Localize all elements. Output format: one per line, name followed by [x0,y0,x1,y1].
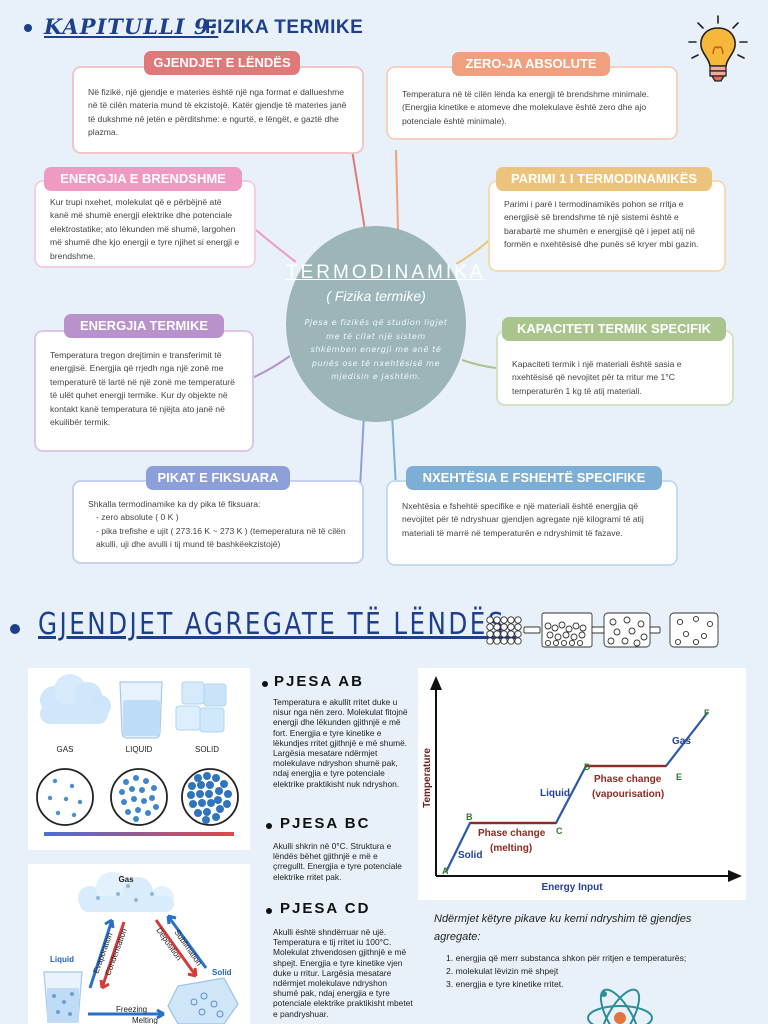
card-zero-title: ZERO-JA ABSOLUTE [452,52,610,76]
states-label-gas: GAS [57,745,74,754]
cycle-label-solid: Solid [212,968,232,977]
graph-label-solid: Solid [458,850,482,861]
notes-item: 2. molekulat lëvizin më shpejt [446,966,559,976]
section2-title: GJENDJET AGREGATE TË LËNDËS. [38,607,517,642]
center-subtitle: ( Fizika termike) [326,288,426,304]
temperature-gradient-bar [44,832,234,836]
ice-block-icon [167,977,239,1024]
states-label-liquid: LIQUID [126,745,153,754]
phase-cycle-illustration: Gas Liquid Solid Evaporation Condensatio… [43,872,239,1024]
card-parimi: Parimi i parë i termodinamikës pohon se … [488,180,726,272]
card-parimi-title: PARIMI 1 I TERMODINAMIKËS [496,167,712,191]
cycle-label-melting: Melting [132,1016,158,1024]
notes-list: 1. energjia që merr substanca shkon për … [446,952,736,991]
card-kapaciteti-title: KAPACITETI TERMIK SPECIFIK [502,317,726,341]
atom-icon [587,988,653,1024]
pjesa-bc-text: Akulli shkrin në 0°C. Struktura e lëndës… [273,841,402,882]
condensation-arrow [100,921,126,989]
notes-item: 1. energjia që merr substanca shkon për … [446,953,687,963]
graph-phase1-line1: Phase change [478,828,546,839]
pjesa-ab-title: PJESA AB [274,673,364,690]
solid-particles-diagram [181,768,239,826]
cycle-label-gas: Gas [118,875,134,884]
notes-item: 3. energjia e tyre kinetike rritet. [446,979,564,989]
chapter-title: FIZIKA TERMIKE [205,17,364,38]
card-brendshme-title: ENERGJIA E BRENDSHME [44,167,242,191]
evaporation-arrow [88,919,114,989]
notes-intro: Ndërmjet këtyre pikave ku kemi ndryshim … [434,913,692,943]
card-kapaciteti-text: Kapaciteti termik i një materiali është … [512,359,682,396]
graph-label-gas: Gas [672,736,691,747]
card-fshehte: Nxehtësia e fshehtë specifike e një mate… [386,480,678,566]
cycle-label-liquid: Liquid [50,955,74,964]
pjesa-cd-bullet [266,908,272,914]
point-e: E [676,772,682,782]
beaker-icon [119,681,163,739]
center-title: TERMODINAMIKA [286,262,486,283]
card-brendshme: Kur trupi nxehet, molekulat që e përbëjn… [34,180,256,268]
card-pikat-line1: Shkalla termodinamike ka dy pika të fiks… [88,499,261,509]
point-f: F [704,708,710,718]
card-pikat-line3: - pika trefishe e ujit ( 273.16 K ~ 273 … [96,525,346,550]
heating-curve-graph: Temperature Energy Input A B C D E F Sol… [422,676,742,893]
center-description: Pjesa e fizikës që studion ligjet me të … [304,318,448,381]
card-termike: Temperatura tregon drejtimin e transferi… [34,330,254,452]
point-a: A [442,866,449,876]
card-pikat-title: PIKAT E FIKSUARA [146,466,290,490]
cycle-label-freezing: Freezing [116,1005,147,1014]
graph-ylabel: Temperature [422,748,433,808]
card-gjendjet: Në fizikë, një gjendje e materies është … [72,66,364,154]
states-panel: GAS LIQUID SOLID [28,668,250,850]
molecules-strip-icon [486,612,719,648]
states-label-solid: SOLID [195,745,219,754]
graph-phase2-line1: Phase change [594,774,662,785]
lightbulb-icon [688,15,748,82]
sublimation-arrow [166,915,208,969]
phase-cycle-panel: Gas Liquid Solid Evaporation Condensatio… [28,864,250,1024]
liquid-particles-diagram [110,768,168,826]
heating-curve-line [445,711,709,873]
pjesa-ab-text: Temperatura e akullit rritet duke u nisu… [273,697,408,789]
card-gjendjet-text: Në fizikë, një gjendje e materies është … [88,87,347,138]
pjesa-cd-text: Akulli është shndërruar në ujë. Temperat… [273,927,413,1019]
heating-curve-panel: Temperature Energy Input A B C D E F Sol… [418,668,746,900]
cloud-icon [40,674,111,724]
card-fshehte-text: Nxehtësia e fshehtë specifike e një mate… [402,501,644,538]
states-illustration: GAS LIQUID SOLID [36,674,239,836]
center-topic: TERMODINAMIKA ( Fizika termike) Pjesa e … [286,226,486,422]
card-kapaciteti: Kapaciteti termik i një materiali është … [496,330,734,406]
chapter-label: KAPITULLI 9: [44,14,219,39]
pjesa-bc-bullet [266,823,272,829]
gas-cloud-icon [78,872,174,912]
graph-phase1-line2: (melting) [490,843,532,854]
graph-xlabel: Energy Input [541,882,603,893]
gas-particles-diagram [36,768,94,826]
water-glass-icon [43,971,83,1023]
point-d: D [584,762,591,772]
header-bullet [24,24,32,32]
section2-bullet [10,624,20,634]
card-brendshme-text: Kur trupi nxehet, molekulat që e përbëjn… [50,197,240,261]
pjesa-ab-bullet [262,681,268,687]
deposition-arrow [154,919,198,977]
ice-cubes-icon [175,681,227,733]
card-gjendjet-title: GJENDJET E LËNDËS [144,51,300,75]
pjesa-bc-title: PJESA BC [280,815,371,832]
card-fshehte-title: NXEHTËSIA E FSHEHTË SPECIFIKE [406,466,662,490]
card-termike-title: ENERGJIA TERMIKE [64,314,224,338]
card-zero-text: Temperatura në të cilën lënda ka energji… [402,89,649,126]
card-zero: Temperatura në të cilën lënda ka energji… [386,66,678,140]
graph-phase2-line2: (vapourisation) [592,789,664,800]
point-c: C [556,826,563,836]
card-termike-text: Temperatura tregon drejtimin e transferi… [50,350,235,428]
graph-label-liquid: Liquid [540,788,570,799]
card-parimi-text: Parimi i parë i termodinamikës pohon se … [504,199,699,250]
point-b: B [466,812,473,822]
card-pikat: Shkalla termodinamike ka dy pika të fiks… [72,480,364,564]
pjesa-cd-title: PJESA CD [280,900,371,917]
card-pikat-line2: - zero absolute ( 0 K ) [96,512,179,523]
